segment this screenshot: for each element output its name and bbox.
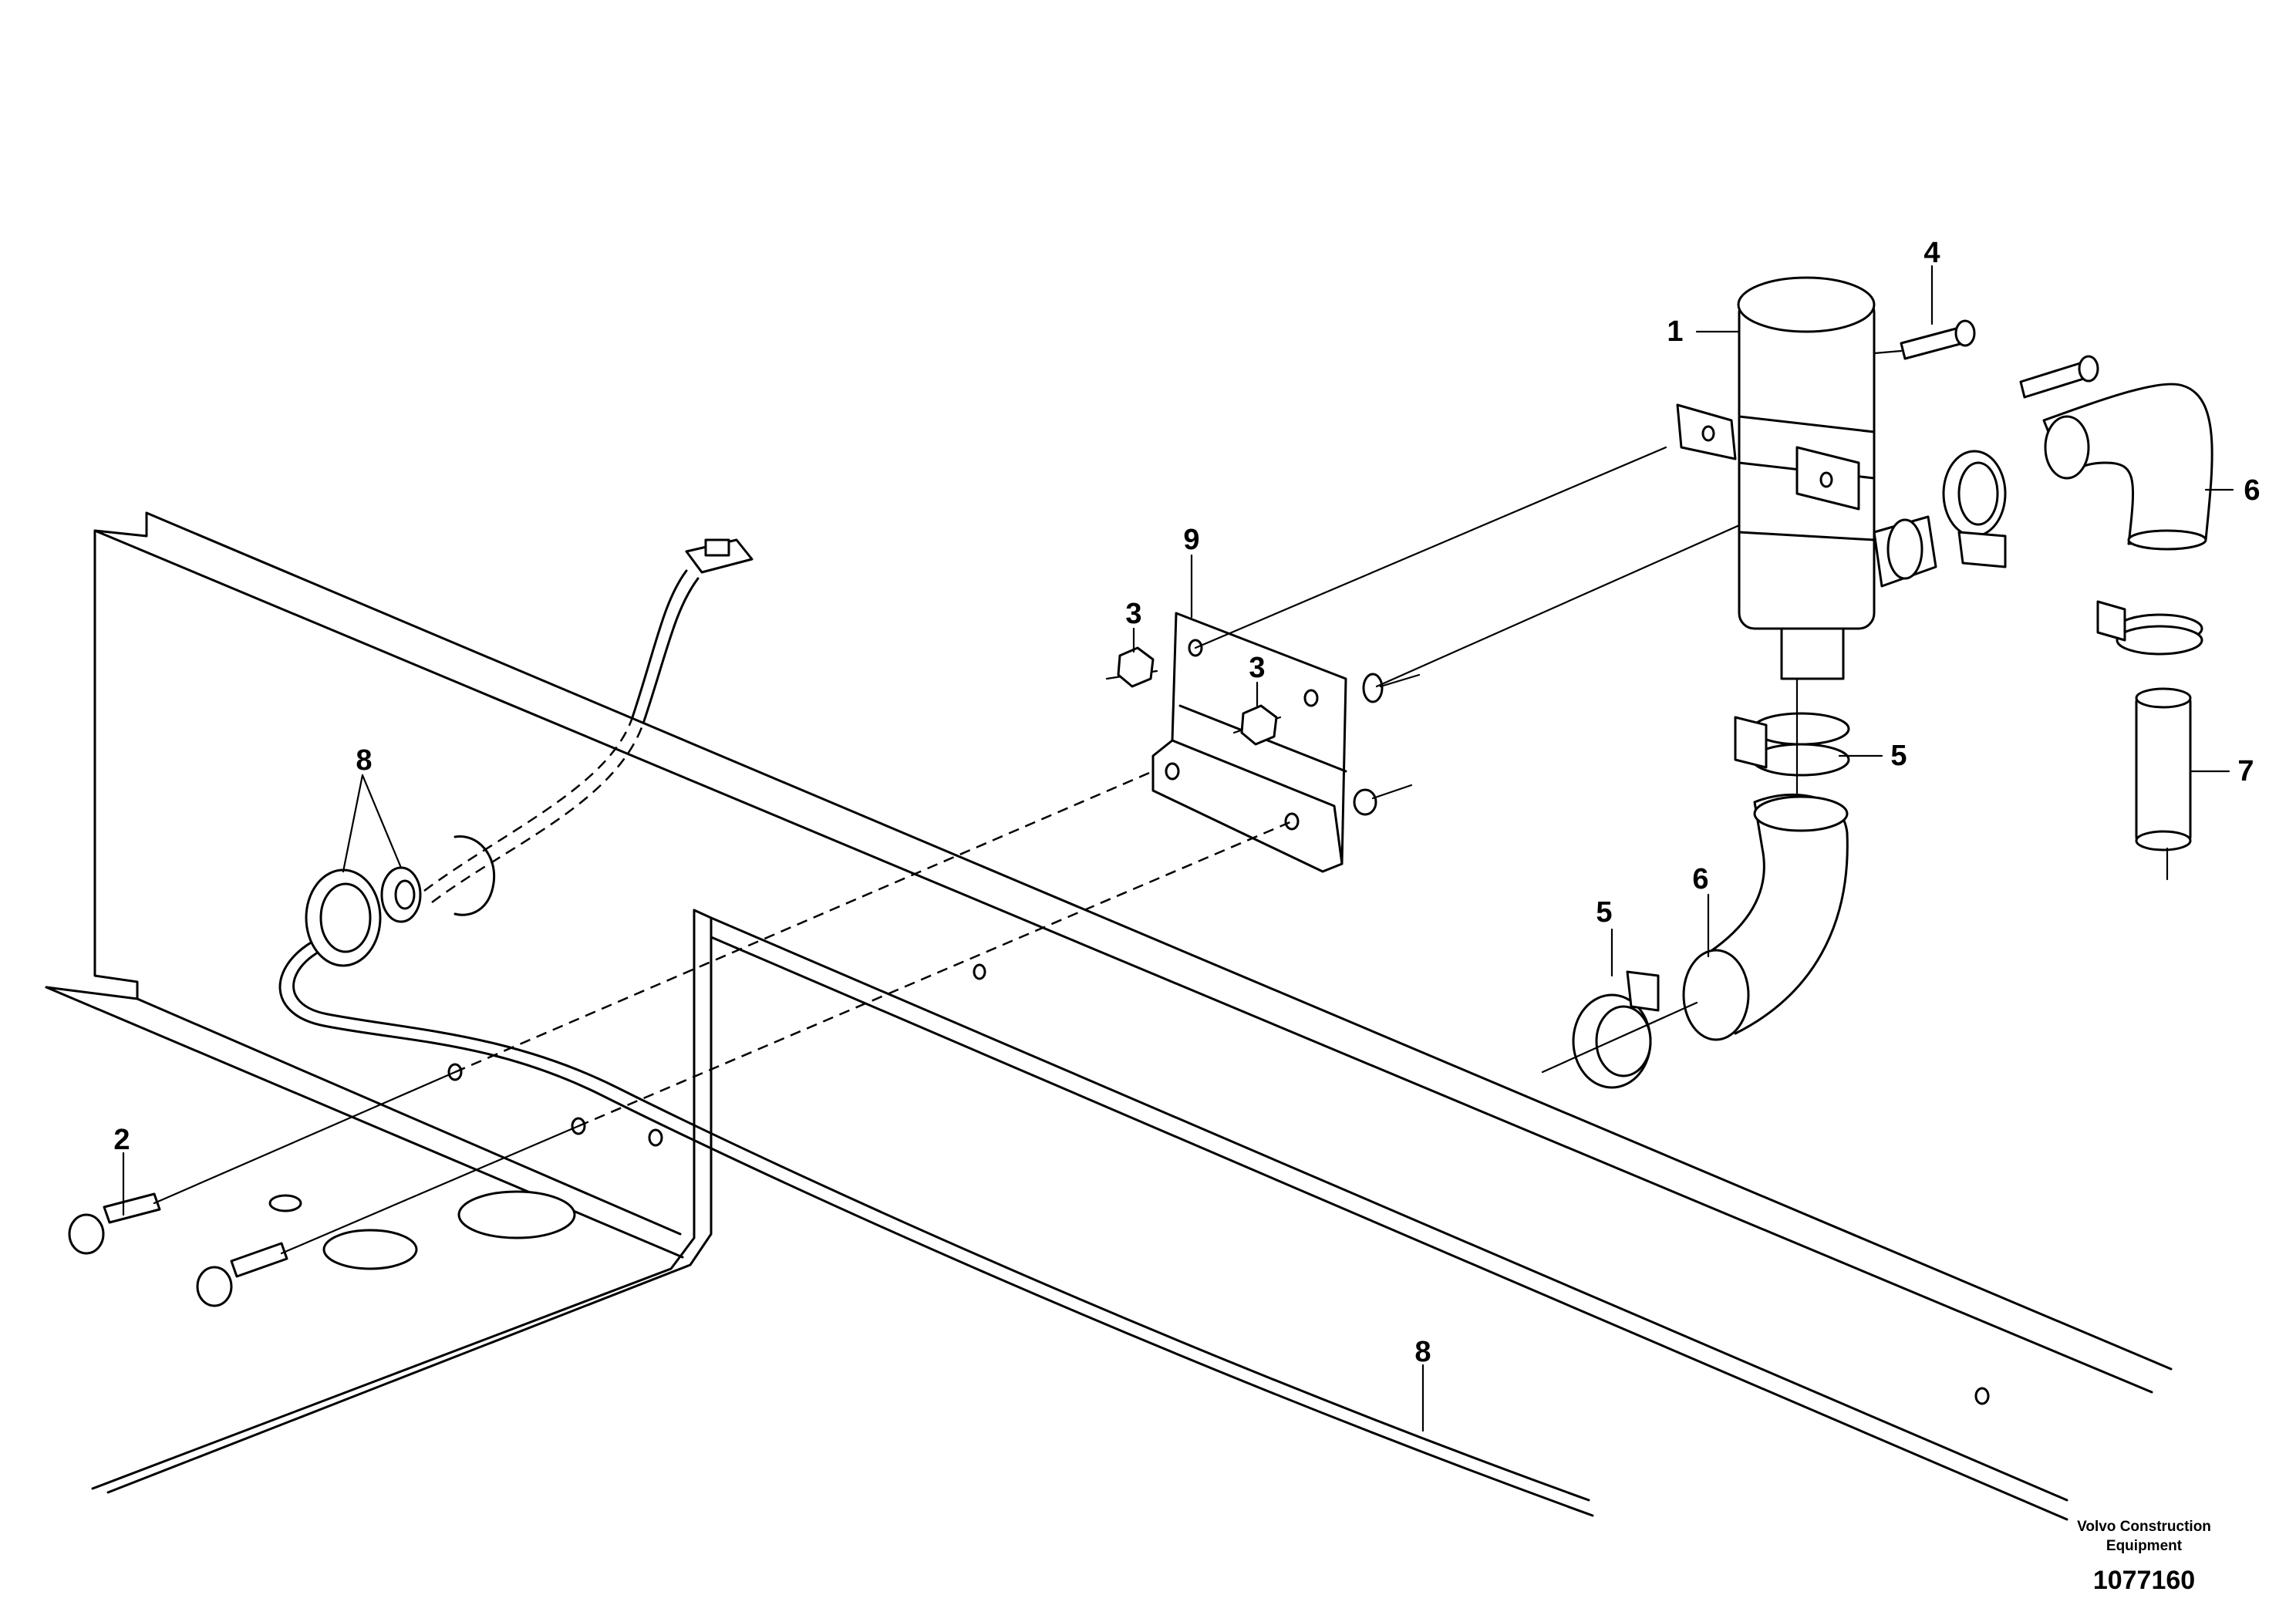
callout-4: 4 (1923, 237, 1940, 269)
callout-8: 8 (1414, 1336, 1431, 1368)
grommet-hole (453, 835, 496, 916)
assembly-line (1541, 1001, 1698, 1074)
hose-elbow-lower (1682, 793, 1849, 1041)
washer (1353, 788, 1377, 816)
fasteners (68, 446, 1829, 1307)
panel-hole (457, 1190, 576, 1239)
grommet-inner (319, 882, 372, 953)
callout-5: 5 (1890, 740, 1907, 772)
callout-3: 3 (1125, 598, 1141, 630)
nut (1240, 704, 1278, 746)
hose-clamp (1734, 712, 1850, 777)
callout-5: 5 (1596, 896, 1612, 929)
panel-hole (268, 1194, 302, 1212)
panel-hole (973, 963, 986, 980)
hose-clamp (2096, 600, 2203, 656)
bracket-hole (1284, 812, 1300, 831)
callout-7: 7 (2237, 755, 2254, 787)
callout-1: 1 (1667, 315, 1683, 348)
connector-latch (704, 538, 730, 557)
callout-6: 6 (1692, 863, 1708, 895)
callout-labels: 1 2 3 3 4 5 5 6 6 7 8 8 9 (113, 237, 2260, 1368)
callout-6: 6 (2244, 474, 2260, 507)
credit-line-1: Volvo Construction (2077, 1519, 2211, 1535)
callout-leaders (122, 265, 2234, 1432)
panel-hole (1974, 1387, 1990, 1405)
bracket-hole (1303, 689, 1319, 707)
callout-8: 8 (356, 744, 372, 777)
callout-3: 3 (1249, 652, 1265, 684)
pump-bolts (1873, 319, 2099, 399)
screw (196, 1242, 288, 1307)
frame-panel (45, 511, 2173, 1521)
mounting-bracket (1151, 612, 1347, 873)
pump-outlet (1780, 627, 1845, 680)
nut (1117, 646, 1155, 688)
reference-number: 1077160 (2093, 1566, 2195, 1595)
hose-elbow-upper (2042, 383, 2213, 551)
pump-top-cap (1737, 276, 1876, 333)
cable-harness (278, 538, 1594, 1517)
water-pump (1676, 276, 1937, 680)
credit-line-2: Equipment (2106, 1538, 2183, 1554)
callout-2: 2 (113, 1124, 130, 1156)
screw (68, 1192, 161, 1255)
panel-hole (322, 1229, 418, 1270)
washer (1362, 673, 1384, 703)
hose-coupling (2135, 687, 2192, 881)
panel-hole (648, 1128, 663, 1147)
grommet-small-inner (394, 879, 416, 910)
callout-9: 9 (1183, 524, 1199, 556)
footer-credit: Volvo Construction Equipment 1077160 (2077, 1519, 2211, 1595)
bracket-hole (1165, 762, 1180, 781)
hose-clamp (1942, 450, 2007, 568)
hose-clamp (1572, 970, 1660, 1089)
